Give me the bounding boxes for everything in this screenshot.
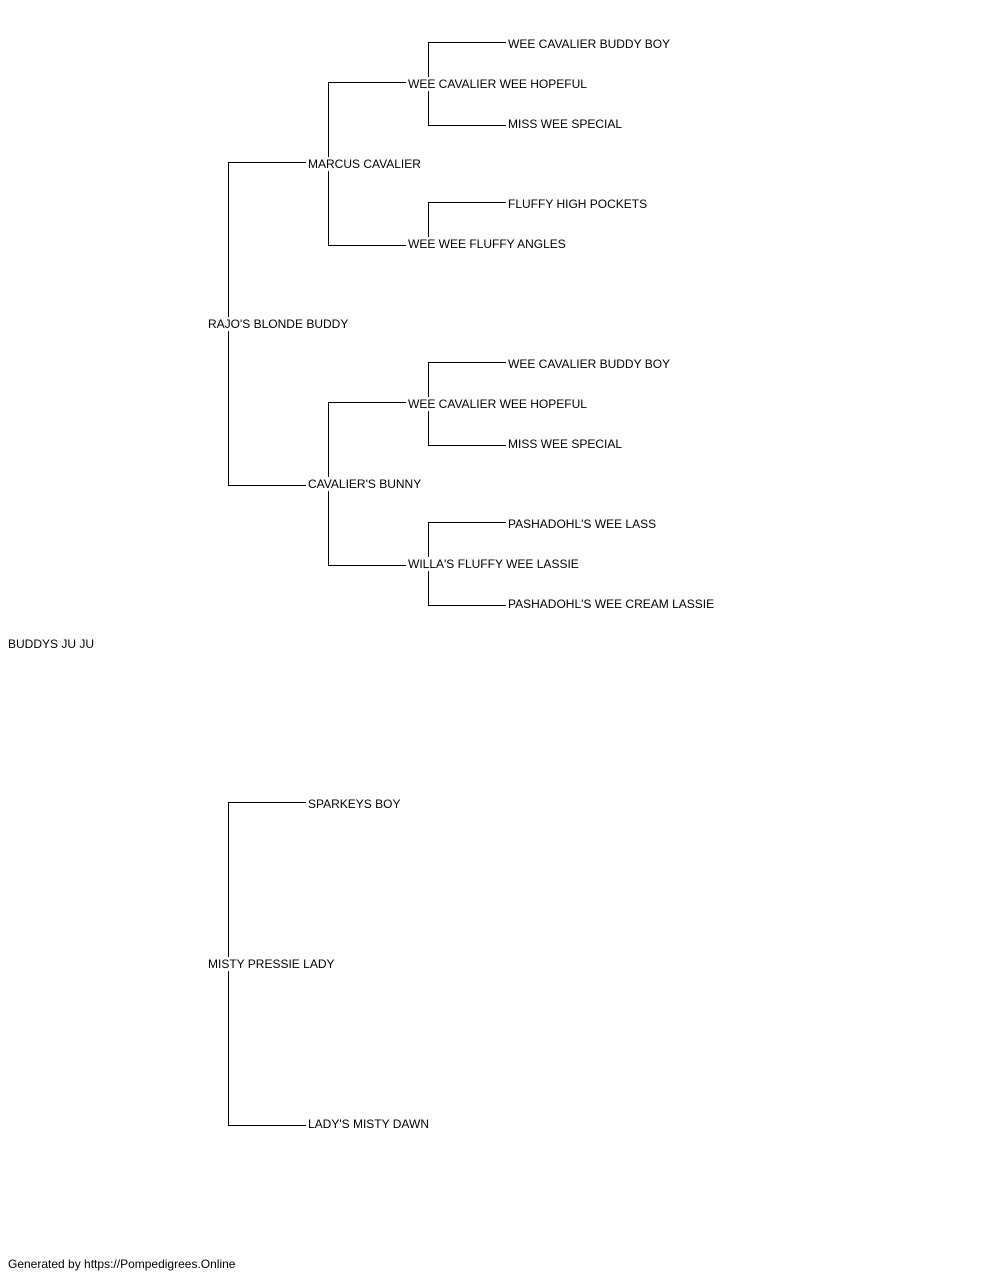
sire-dam-dam-name: WILLA'S FLUFFY WEE LASSIE xyxy=(407,557,580,571)
dam-dam-name: LADY'S MISTY DAWN xyxy=(307,1117,430,1131)
sire-sire-name: MARCUS CAVALIER xyxy=(307,157,422,171)
dam-sire-name: SPARKEYS BOY xyxy=(307,797,402,811)
sire-dam-name: CAVALIER'S BUNNY xyxy=(307,477,423,491)
sss-sire-name: WEE CAVALIER BUDDY BOY xyxy=(507,37,672,51)
sdd-sire-name: PASHADOHL'S WEE LASS xyxy=(507,517,658,531)
ssd-sire-name: FLUFFY HIGH POCKETS xyxy=(507,197,649,211)
dam-name: MISTY PRESSIE LADY xyxy=(207,957,336,971)
sds-sire-name: WEE CAVALIER BUDDY BOY xyxy=(507,357,672,371)
sire-name: RAJO'S BLONDE BUDDY xyxy=(207,317,350,331)
sdd-dam-name: PASHADOHL'S WEE CREAM LASSIE xyxy=(507,597,716,611)
subject-name: BUDDYS JU JU xyxy=(7,637,96,651)
generated-by-footer: Generated by https://Pompedigrees.Online xyxy=(8,1257,236,1271)
sire-sire-sire-name: WEE CAVALIER WEE HOPEFUL xyxy=(407,77,588,91)
sss-dam-name: MISS WEE SPECIAL xyxy=(507,117,624,131)
sire-sire-dam-name: WEE WEE FLUFFY ANGLES xyxy=(407,237,567,251)
sire-dam-sire-name: WEE CAVALIER WEE HOPEFUL xyxy=(407,397,588,411)
sds-dam-name: MISS WEE SPECIAL xyxy=(507,437,624,451)
